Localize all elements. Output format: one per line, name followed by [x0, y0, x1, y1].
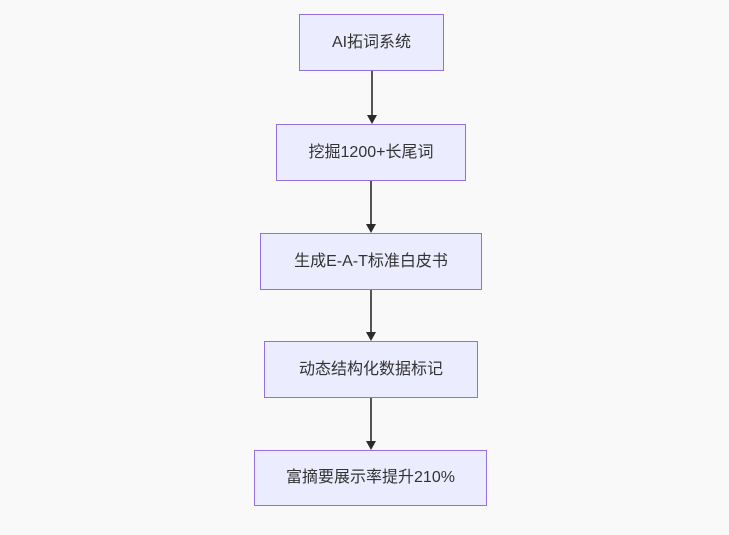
flow-node-longtail: 挖掘1200+长尾词	[276, 124, 466, 181]
arrow-down-icon	[366, 115, 377, 124]
flow-node-ai-system: AI拓词系统	[299, 14, 444, 71]
arrow-line	[370, 290, 372, 333]
arrow-down-icon	[366, 332, 376, 341]
arrow-line	[370, 71, 373, 116]
arrow-line	[370, 398, 372, 442]
flow-node-whitepaper: 生成E-A-T标准白皮书	[260, 233, 482, 290]
flow-node-rich-snippet: 富摘要展示率提升210%	[254, 450, 487, 506]
flow-arrow-schema-to-rich-snippet	[366, 398, 376, 450]
flow-arrow-longtail-to-whitepaper	[366, 181, 376, 233]
arrow-down-icon	[366, 441, 376, 450]
flow-node-schema: 动态结构化数据标记	[264, 341, 478, 398]
flow-arrow-whitepaper-to-schema	[366, 290, 376, 341]
arrow-down-icon	[366, 224, 376, 233]
arrow-line	[370, 181, 372, 225]
flow-arrow-ai-system-to-longtail	[366, 71, 377, 124]
